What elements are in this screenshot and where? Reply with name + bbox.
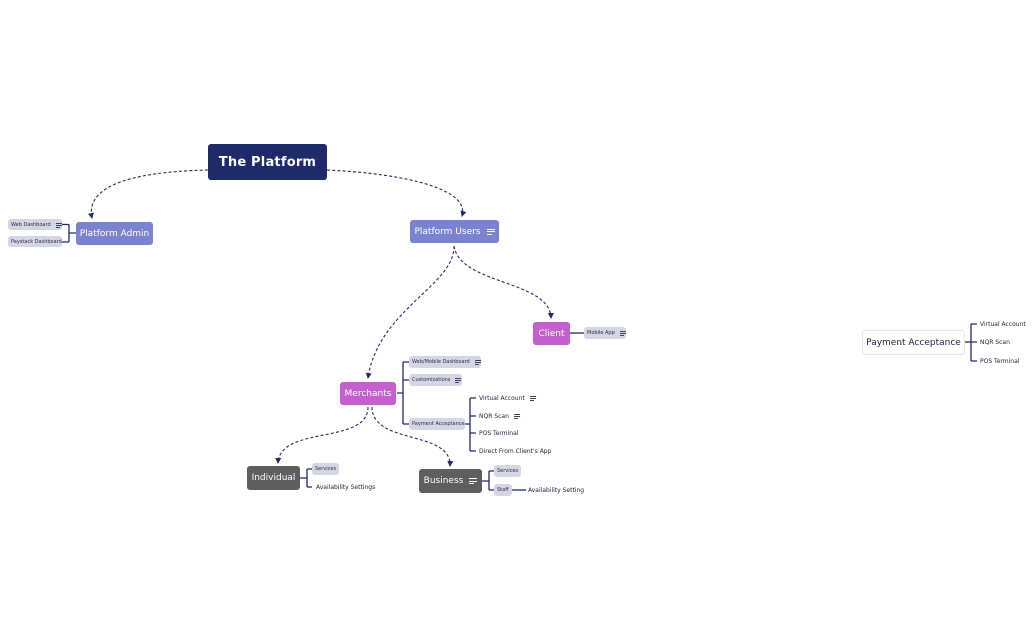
subtopic-payment-acceptance[interactable]: Payment Acceptance [409,418,465,430]
subtopic-web-dashboard-label: Web Dashboard [11,221,51,228]
topic-business-label: Business [423,476,464,486]
subtopic-web-mobile-dashboard[interactable]: Web/Mobile Dashboard [409,356,481,368]
topic-client-label: Client [538,328,565,339]
subtopic-web-dashboard[interactable]: Web Dashboard [8,219,62,230]
subtopic-mobile-app-label: Mobile App [587,330,615,336]
floating-leaf-pos-terminal-label: POS Terminal [980,357,1020,365]
link-merchants-to-business [371,406,454,467]
link-users-to-client [453,245,554,319]
link-root-to-platform-admin [88,169,209,219]
bracket-merchants [397,361,409,425]
bracket-business [482,470,494,491]
topic-business[interactable]: Business [419,469,482,493]
leaf-pos-terminal[interactable]: POS Terminal [479,428,529,438]
subtopic-individual-services[interactable]: Services [312,463,339,475]
subtopic-customizations[interactable]: Customizations [409,374,462,386]
topic-platform-admin[interactable]: Platform Admin [76,222,153,245]
notes-icon[interactable] [469,478,478,484]
topic-individual-label: Individual [251,473,296,483]
topic-client[interactable]: Client [533,322,570,345]
floating-topic-payment-acceptance[interactable]: Payment Acceptance [862,330,965,355]
notes-icon[interactable] [529,396,536,401]
notes-icon[interactable] [55,222,62,228]
subtopic-customizations-label: Customizations [412,377,451,383]
topic-merchants[interactable]: Merchants [340,382,396,405]
leaf-pos-terminal-label: POS Terminal [479,429,519,437]
leaf-nqr-scan[interactable]: NQR Scan [479,411,529,421]
floating-leaf-pos-terminal[interactable]: POS Terminal [980,356,1025,366]
floating-leaf-virtual-account-label: Virtual Account [980,320,1026,328]
subtopic-paystack-dashboard[interactable]: Paystack Dashboard [8,236,62,247]
leaf-direct-from-client-app-label: Direct From Client's App [479,447,552,455]
bracket-platform-admin [62,223,76,243]
leaf-availability-setting[interactable]: Availability Setting [528,485,588,495]
link-root-to-platform-users [326,169,467,217]
topic-merchants-label: Merchants [344,388,392,399]
topic-individual[interactable]: Individual [247,466,300,490]
leaf-virtual-account[interactable]: Virtual Account [479,393,549,403]
leaf-availability-settings-label: Availability Settings [316,483,376,491]
topic-root-label: The Platform [218,154,317,170]
notes-icon[interactable] [619,331,626,336]
subtopic-staff-label: Staff [497,487,509,493]
leaf-virtual-account-label: Virtual Account [479,394,525,402]
subtopic-individual-services-label: Services [315,466,337,472]
subtopic-payment-acceptance-label: Payment Acceptance [412,421,465,427]
bracket-payment-acceptance [465,397,476,452]
notes-icon[interactable] [474,360,481,365]
subtopic-business-services[interactable]: Services [494,465,521,477]
notes-icon[interactable] [486,228,495,235]
link-users-to-merchants [365,245,455,379]
subtopic-paystack-dashboard-label: Paystack Dashboard [11,238,62,245]
bracket-floating-topic [965,323,977,362]
link-merchants-to-individual [275,406,369,464]
leaf-nqr-scan-label: NQR Scan [479,412,509,420]
subtopic-staff[interactable]: Staff [494,484,512,496]
floating-leaf-nqr-scan[interactable]: NQR Scan [980,337,1020,347]
bracket-individual [300,468,312,488]
topic-platform-admin-label: Platform Admin [79,228,150,239]
notes-icon[interactable] [513,414,520,419]
topic-platform-users[interactable]: Platform Users [410,220,499,243]
subtopic-mobile-app[interactable]: Mobile App [584,327,626,339]
leaf-availability-settings[interactable]: Availability Settings [316,482,376,492]
floating-leaf-virtual-account[interactable]: Virtual Account [980,319,1030,329]
notes-icon[interactable] [455,378,462,383]
subtopic-business-services-label: Services [497,468,519,474]
topic-platform-users-label: Platform Users [414,226,481,237]
subtopic-web-mobile-dashboard-label: Web/Mobile Dashboard [412,359,470,365]
floating-topic-payment-acceptance-label: Payment Acceptance [866,337,961,348]
leaf-direct-from-client-app[interactable]: Direct From Client's App [479,446,559,456]
leaf-availability-setting-label: Availability Setting [528,486,585,494]
topic-root[interactable]: The Platform [208,144,327,180]
floating-leaf-nqr-scan-label: NQR Scan [980,338,1010,346]
